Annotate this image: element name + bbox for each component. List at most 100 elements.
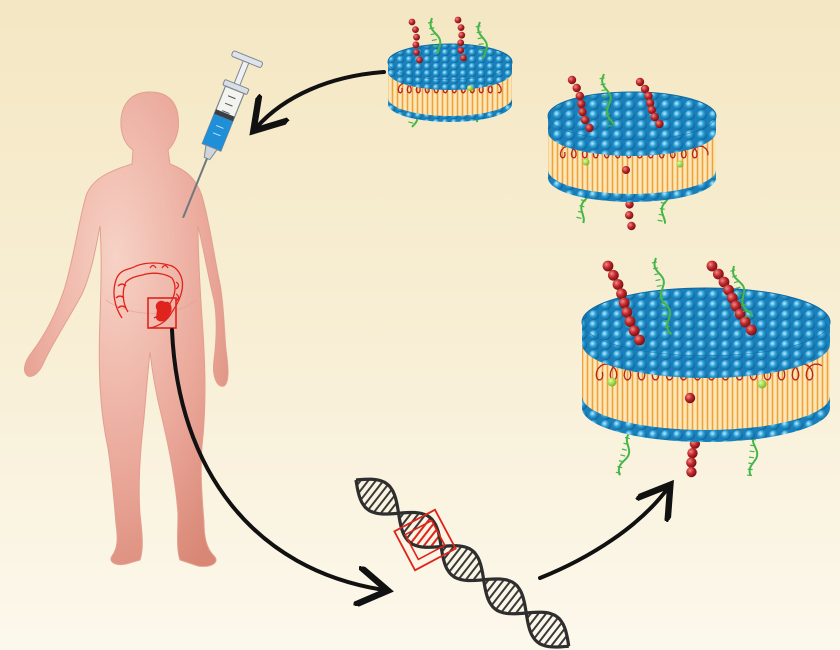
dna-base-pair xyxy=(485,578,498,594)
dna-base-pair xyxy=(445,545,463,568)
polymer-bead xyxy=(408,18,416,26)
anchor-bead xyxy=(676,160,684,168)
nanodisc-small-icon xyxy=(387,16,513,128)
dna-base-pair xyxy=(387,502,398,515)
polymer-bead xyxy=(684,392,696,404)
dna-base-pair xyxy=(507,594,524,615)
syringe-icon xyxy=(182,50,263,219)
dna-base-pair xyxy=(543,621,563,647)
polymer-bead xyxy=(650,112,659,122)
polymer-bead xyxy=(655,119,664,129)
colon-icon xyxy=(113,262,184,329)
dna-base-pair xyxy=(379,494,396,515)
dna-base-pair xyxy=(357,478,371,494)
polymer-bead xyxy=(607,269,619,281)
polymer-bead xyxy=(413,33,420,41)
dna-base-pair xyxy=(359,479,378,501)
polymer-bead xyxy=(618,297,630,309)
dna-base-pair xyxy=(400,511,413,527)
oligonucleotide-strand xyxy=(730,265,754,318)
polymer-bead xyxy=(686,457,697,468)
nanodisc-medium-icon xyxy=(547,73,717,231)
tumor-highlight-box xyxy=(147,297,177,329)
polymer-bead xyxy=(567,75,577,85)
dna-base-pair xyxy=(530,612,548,634)
oligonucleotide-strand xyxy=(427,17,442,54)
dna-base-pair xyxy=(472,568,483,582)
dna-base-pair xyxy=(464,561,481,581)
oligonucleotide-strand xyxy=(651,257,673,336)
dna-target-highlight xyxy=(393,508,457,572)
polymer-bead xyxy=(621,306,633,318)
anchor-bead xyxy=(582,158,590,166)
polymer-bead xyxy=(457,47,465,54)
polymer-bead xyxy=(458,31,466,39)
polymer-bead xyxy=(687,447,698,459)
dna-base-pair xyxy=(487,578,505,601)
polymer-bead xyxy=(627,221,636,231)
dna-base-pair xyxy=(367,484,389,511)
dna-base-pair xyxy=(533,613,554,640)
polymer-bead xyxy=(575,91,585,101)
dna-base-pair xyxy=(500,588,521,613)
polymer-bead xyxy=(412,41,420,49)
dna-base-pair xyxy=(429,535,441,548)
polymer-bead xyxy=(457,24,465,31)
polymer-bead xyxy=(572,83,581,93)
polymer-bead xyxy=(412,26,419,33)
polymer-bead xyxy=(730,300,742,312)
anchor-bead xyxy=(757,379,767,389)
polymer-bead xyxy=(706,260,718,272)
dna-base-pair xyxy=(405,514,427,540)
polymer-bead xyxy=(746,324,757,336)
polymer-bead xyxy=(634,334,645,346)
dna-base-pair xyxy=(363,480,384,507)
human-body-icon xyxy=(24,91,229,567)
polymer-bead xyxy=(628,325,640,337)
dna-base-pair xyxy=(549,627,566,648)
arrow-body-to-dna xyxy=(170,328,384,590)
polymer-bead xyxy=(585,123,594,133)
polymer-bead xyxy=(616,288,627,300)
polymer-bead xyxy=(602,260,614,272)
polymer-bead xyxy=(578,107,587,117)
polymer-bead xyxy=(625,211,634,220)
oligonucleotide-strand xyxy=(599,73,616,127)
polymer-bead xyxy=(460,54,467,62)
anchor-bead xyxy=(467,85,473,91)
dna-base-pair xyxy=(514,601,526,615)
dna-base-pair xyxy=(452,550,474,577)
tumor-icon xyxy=(155,300,172,322)
polymer-bead xyxy=(712,268,724,280)
dna-base-pair xyxy=(458,555,478,580)
anchor-bead xyxy=(607,377,617,387)
arrow-nanodisc-to-syringe xyxy=(256,70,386,128)
dna-base-pair xyxy=(537,616,559,644)
polymer-bead xyxy=(644,91,653,101)
oligonucleotide-strand xyxy=(475,21,488,59)
polymer-bead xyxy=(416,56,423,64)
dna-base-pair xyxy=(448,547,469,573)
dna-base-pair xyxy=(557,635,568,648)
polymer-bead xyxy=(686,466,697,478)
nanodisc-large-icon xyxy=(581,257,831,478)
polymer-bead xyxy=(625,200,634,209)
polymer-bead xyxy=(457,39,465,47)
polymer-bead xyxy=(413,49,420,56)
polymer-bead xyxy=(612,279,624,290)
dna-base-pair xyxy=(415,521,436,547)
dna-helix-icon xyxy=(354,477,571,649)
polymer-bead xyxy=(635,77,645,87)
polymer-bead xyxy=(577,99,586,109)
dna-base-pair xyxy=(372,488,393,514)
polymer-bead xyxy=(454,16,462,24)
arrow-dna-to-nanodisc xyxy=(538,488,668,580)
polymer-bead xyxy=(647,105,657,115)
dna-base-pair xyxy=(495,583,517,611)
dna-base-pair xyxy=(422,528,439,548)
dna-base-pair xyxy=(490,580,512,606)
polymer-bead xyxy=(718,276,730,288)
polymer-bead xyxy=(580,115,590,125)
